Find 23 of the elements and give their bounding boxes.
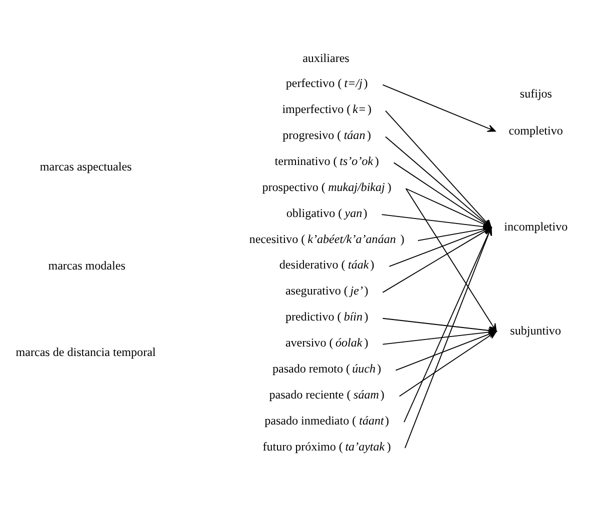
node-text: predictivo (bíin) (285, 309, 368, 324)
label: marcas modales (48, 258, 126, 272)
node-text: desiderativo (táak) (279, 257, 374, 272)
label: marcas aspectuales (40, 158, 132, 173)
node-text: subjuntivo (510, 322, 561, 337)
node-text: pasado reciente (sáam) (269, 386, 384, 401)
node-text: terminativo (ts’o’ok) (274, 153, 379, 168)
label: sufijos (520, 86, 552, 100)
node-text: futuro próximo (ta’aytak) (262, 438, 391, 453)
node-text: aversivo (óolak) (285, 335, 368, 350)
node-text: prospectivo (mukaj/bikaj) (262, 179, 392, 194)
node-text: progresivo (táan) (282, 127, 372, 142)
node-text: perfectivo (t=/j) (286, 76, 368, 90)
node-text: completivo (508, 122, 563, 137)
node-text: necesitivo (k’abéet/k’a’anáan) (249, 231, 404, 246)
node-text: obligativo (yan) (286, 205, 368, 220)
node-text: asegurativo (je’) (285, 283, 368, 298)
label: marcas de distancia temporal (16, 344, 156, 358)
label: auxiliares (302, 50, 350, 65)
node-text: pasado inmediato (táant) (264, 412, 390, 427)
node-text: incompletivo (504, 219, 568, 234)
node-text: pasado remoto (úuch) (272, 360, 382, 375)
node-text: imperfectivo (k=) (282, 102, 372, 116)
